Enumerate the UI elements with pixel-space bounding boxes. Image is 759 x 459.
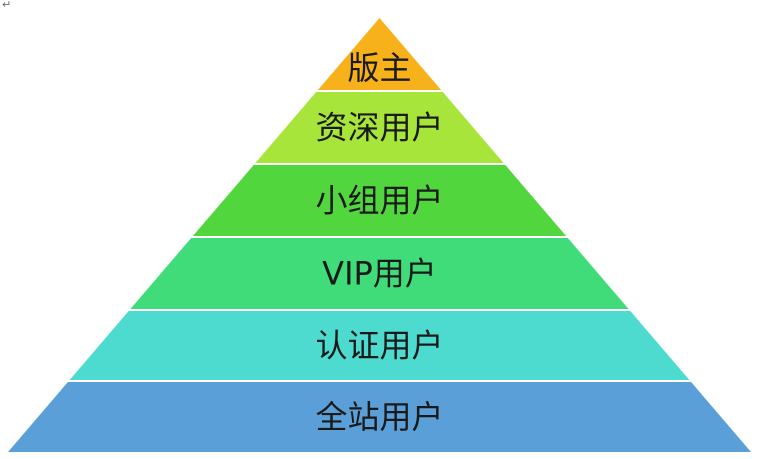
pyramid-tier-6-label: 全站用户 <box>315 398 443 436</box>
pyramid-tier-2-label: 资深用户 <box>315 109 443 147</box>
pyramid-tier-5 <box>69 311 690 380</box>
pyramid-tier-1-label: 版主 <box>347 49 411 87</box>
pyramid-tier-3-label: 小组用户 <box>315 182 443 220</box>
pyramid-tier-3 <box>192 165 567 236</box>
pyramid-tiers <box>8 18 751 452</box>
pyramid-tier-4 <box>130 238 629 309</box>
return-mark-icon: ↵ <box>2 0 12 11</box>
pyramid-tier-6 <box>8 382 751 452</box>
pyramid-tier-1 <box>317 18 442 90</box>
pyramid-tier-5-label: 认证用户 <box>315 327 443 365</box>
pyramid-tier-2 <box>255 92 504 163</box>
pyramid-tier-4-label: VIP用户 <box>322 255 437 293</box>
